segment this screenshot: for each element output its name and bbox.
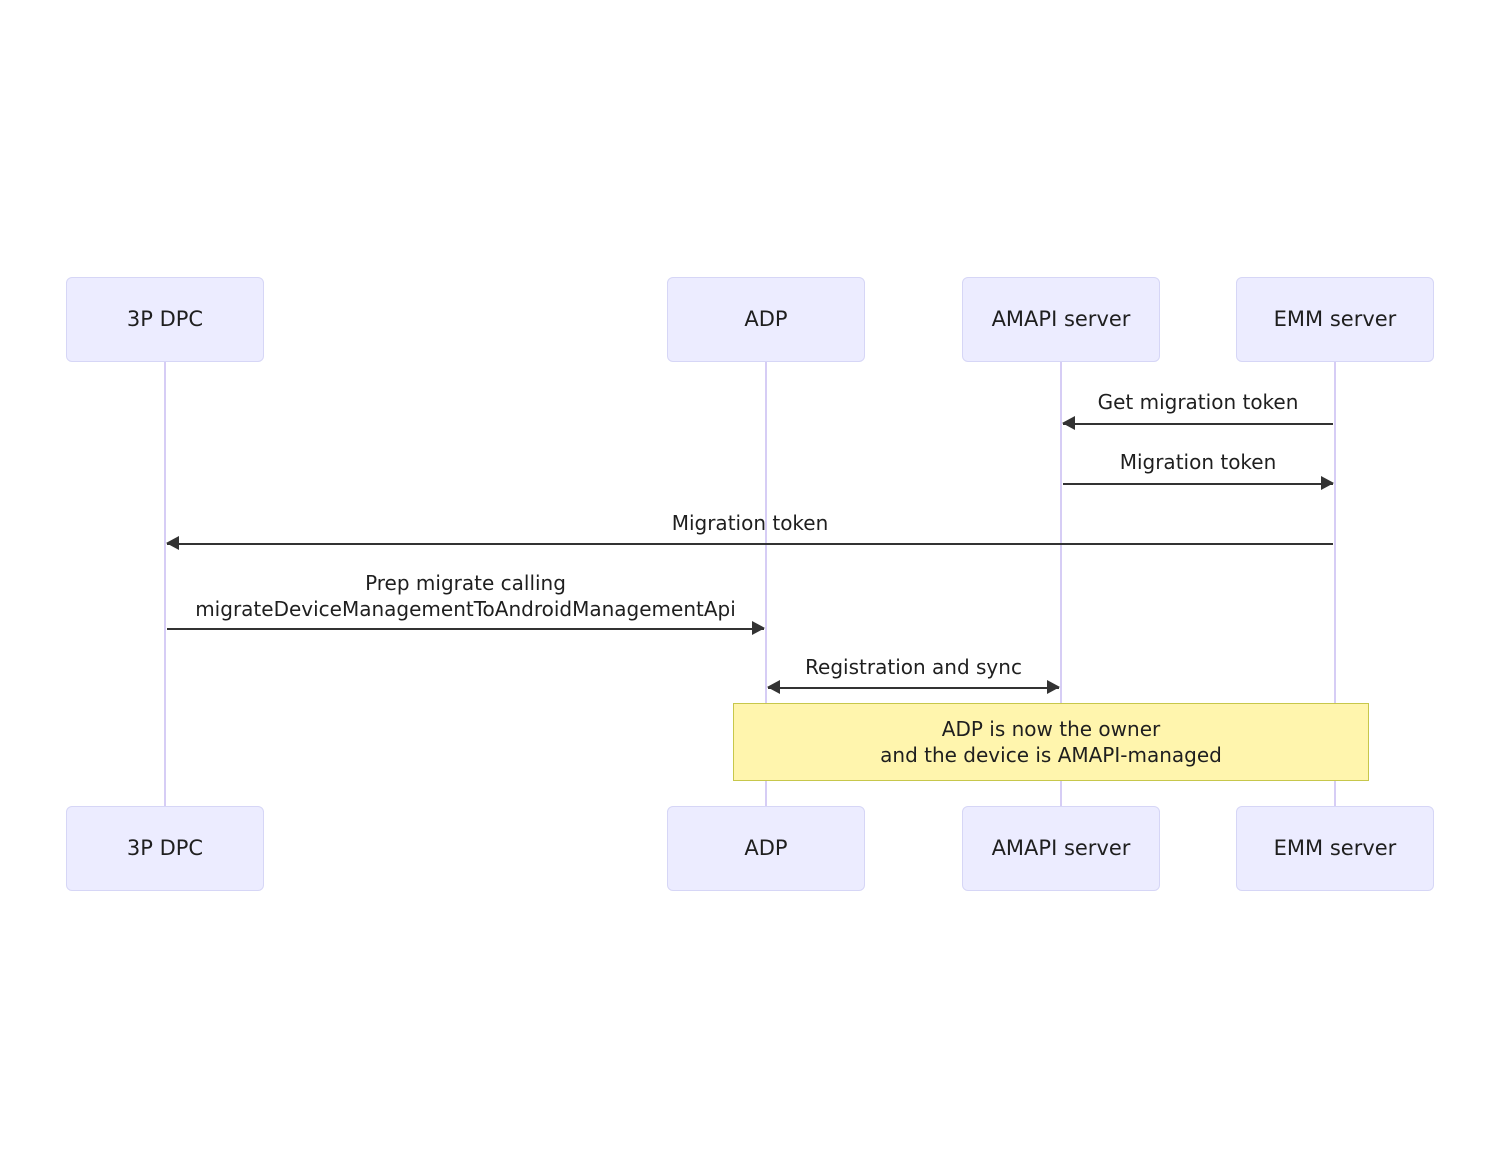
lifeline-amapi [1060,362,1062,806]
arrowhead-right-m5 [1047,680,1060,694]
note-text: ADP is now the owner and the device is A… [880,716,1222,767]
arrowhead-right-m2 [1321,476,1334,490]
participant-label: 3P DPC [126,306,204,331]
message-line-m4 [167,628,764,630]
participant-top-emm[interactable]: EMM server [1236,277,1434,362]
message-label-m2: Migration token [1119,450,1277,474]
arrowhead-left-m3 [166,536,179,550]
participant-label: AMAPI server [991,835,1131,860]
message-label-m5: Registration and sync [805,655,1022,679]
participant-top-adp[interactable]: ADP [667,277,865,362]
participant-bottom-adp[interactable]: ADP [667,806,865,891]
message-label-m1: Get migration token [1097,390,1299,414]
participant-top-amapi[interactable]: AMAPI server [962,277,1160,362]
participant-bottom-amapi[interactable]: AMAPI server [962,806,1160,891]
participant-bottom-emm[interactable]: EMM server [1236,806,1434,891]
participant-label: EMM server [1273,835,1397,860]
message-line-m5 [768,687,1059,689]
participant-label: ADP [744,306,788,331]
arrowhead-left-m1 [1062,416,1075,430]
message-label-m4: Prep migrate calling migrateDeviceManage… [195,571,736,621]
message-line-m1 [1063,423,1333,425]
arrowhead-left-m5 [767,680,780,694]
message-line-m2 [1063,483,1333,485]
message-label-m3: Migration token [671,511,829,535]
lifeline-adp [765,362,767,806]
lifeline-emm [1334,362,1336,806]
participant-label: 3P DPC [126,835,204,860]
participant-label: AMAPI server [991,306,1131,331]
message-line-m3 [167,543,1333,545]
participant-label: ADP [744,835,788,860]
participant-label: EMM server [1273,306,1397,331]
arrowhead-right-m4 [752,621,765,635]
participant-bottom-dpc[interactable]: 3P DPC [66,806,264,891]
participant-top-dpc[interactable]: 3P DPC [66,277,264,362]
lifeline-dpc [164,362,166,806]
note-adp-owner: ADP is now the owner and the device is A… [733,703,1369,781]
